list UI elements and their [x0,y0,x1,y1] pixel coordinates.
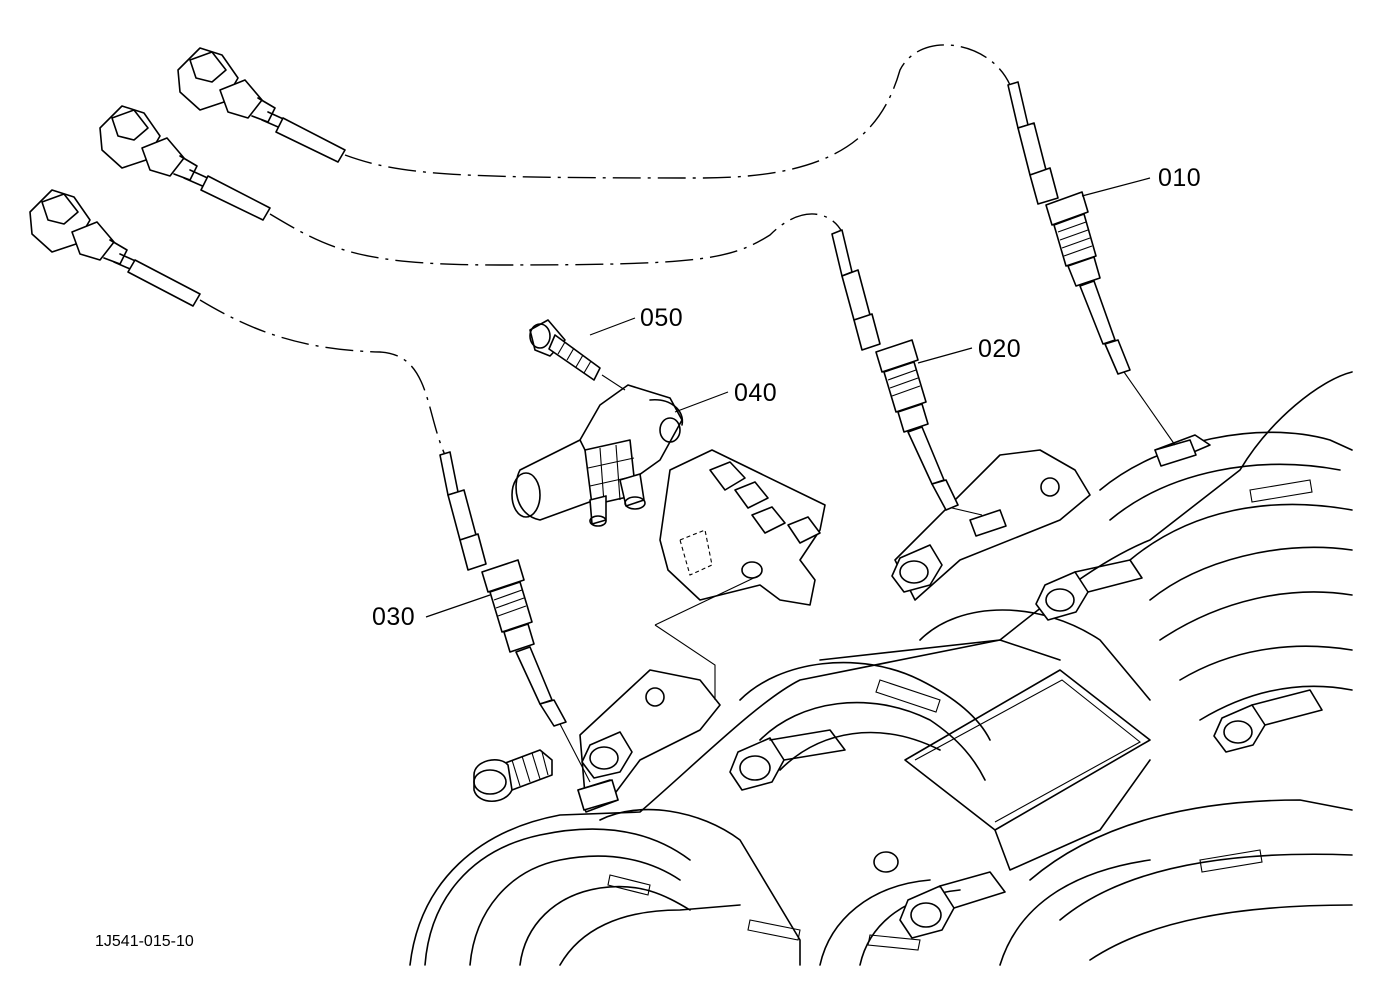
sensor-030 [439,451,591,783]
connector-030 [29,189,201,307]
connector-010 [177,47,346,163]
callout-040: 040 [734,379,778,407]
bracket [654,449,826,700]
leader-040 [674,391,729,413]
leader-030 [425,594,491,618]
bolt [473,749,553,803]
sensor-wires [199,44,1011,456]
leader-050 [589,317,636,336]
flange-nut [873,851,899,873]
flange-nut [729,729,846,791]
callout-020: 020 [978,335,1022,363]
flange-nut [1213,689,1323,753]
callout-010: 010 [1158,164,1202,192]
callout-leaders [425,177,1151,618]
engine-assembly [409,371,1353,966]
flange-nut [1035,559,1143,621]
callout-030: 030 [372,603,416,631]
leader-020 [917,347,973,364]
figure-code: 1J541-015-10 [95,933,194,950]
bolt-050 [529,319,626,391]
flange-nut [891,544,943,593]
sensor-010 [1007,81,1176,446]
connector-020 [99,105,271,221]
pressure-sensor-040 [511,384,684,527]
flange-nut [899,871,1006,939]
sensor-020 [831,229,983,516]
leader-010 [1081,177,1151,197]
callout-050: 050 [640,304,684,332]
